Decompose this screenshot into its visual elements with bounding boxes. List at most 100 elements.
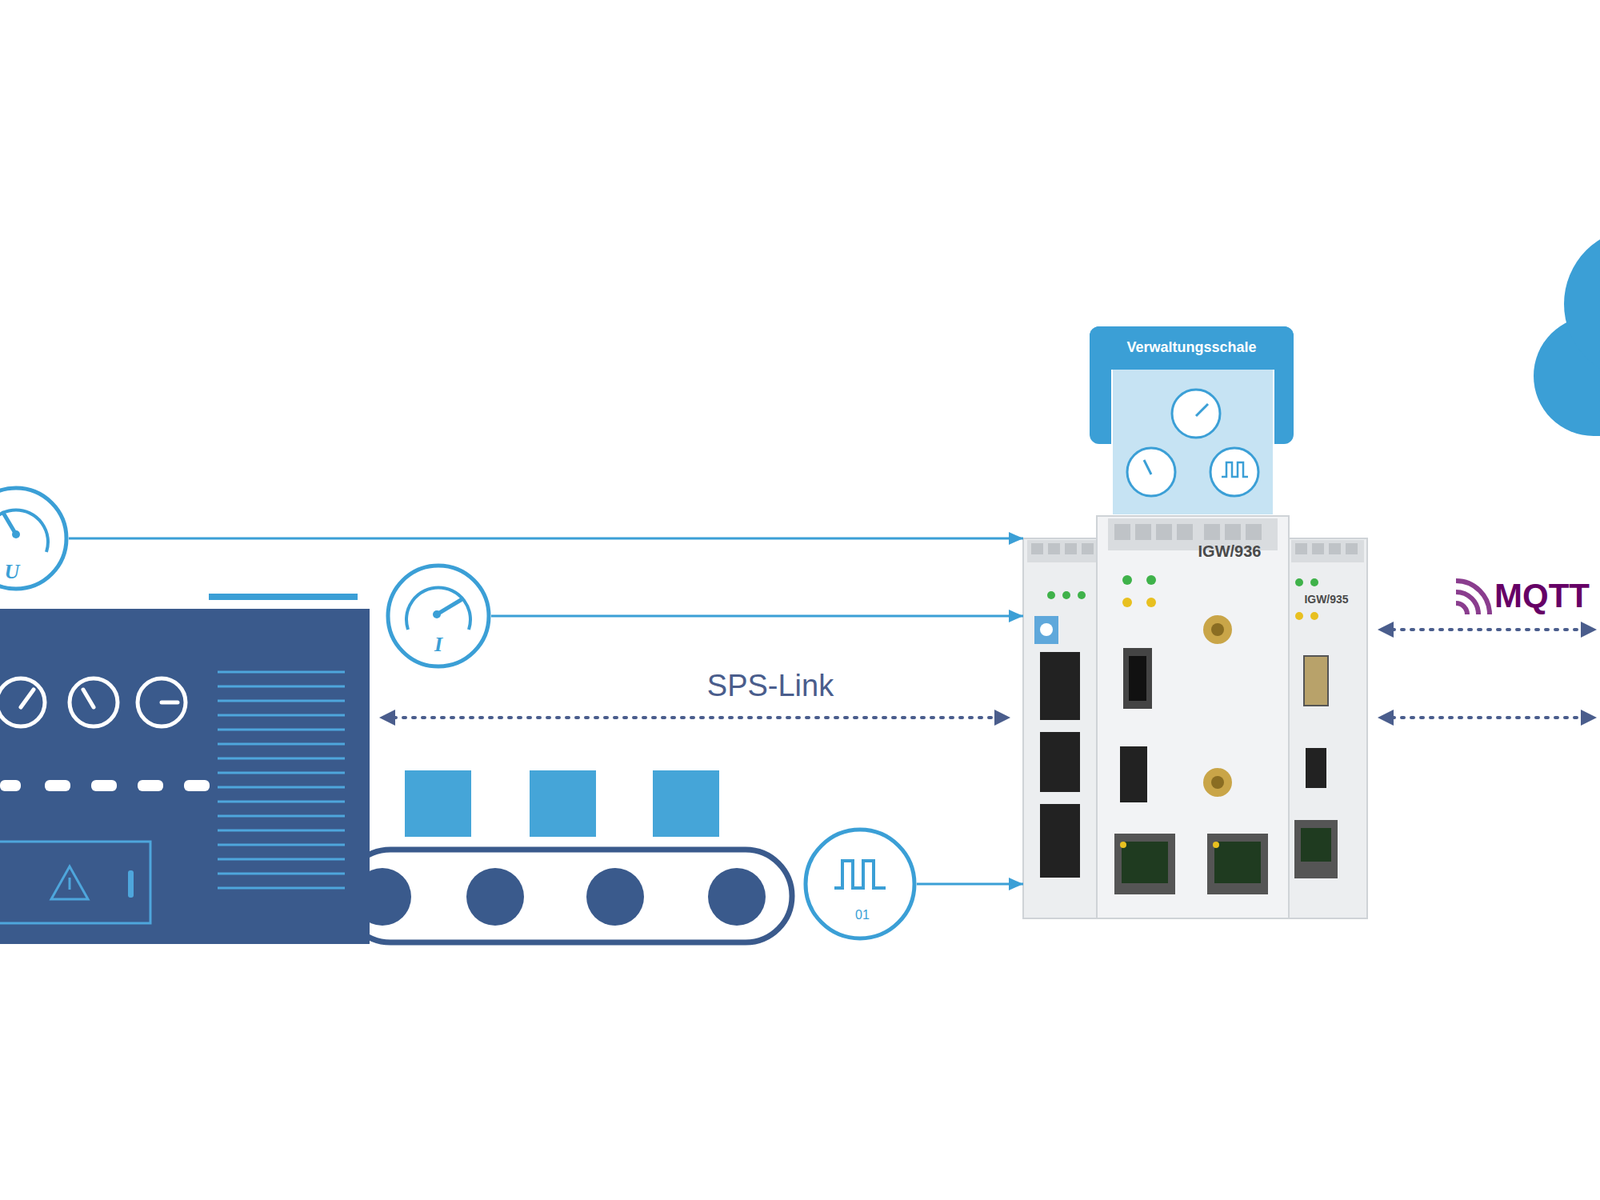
conveyor — [708, 868, 766, 926]
gateway-device — [1114, 524, 1262, 540]
sps-link-arrow — [379, 709, 396, 726]
gateway-device — [1027, 540, 1104, 563]
signal-arrow — [68, 537, 1024, 540]
machine — [217, 800, 345, 804]
machine — [217, 772, 345, 775]
pulse-circle: 01 — [803, 827, 917, 941]
gateway-device — [1203, 768, 1232, 797]
conveyor — [404, 770, 472, 837]
gateway-device — [1214, 841, 1261, 884]
gateway-device — [1305, 748, 1327, 788]
gateway-device — [1295, 578, 1304, 587]
machine — [217, 844, 345, 847]
gauge-circle: I — [385, 563, 492, 669]
gateway-device — [1146, 575, 1156, 585]
gateway-device — [1310, 612, 1319, 620]
machine — [217, 815, 345, 818]
gateway-device — [1310, 578, 1319, 587]
machine — [83, 689, 94, 708]
machine — [217, 757, 345, 760]
link-label: SPS-Link — [707, 669, 834, 704]
asset-shell-tab — [1221, 462, 1248, 477]
gateway-device — [1121, 841, 1168, 884]
gateway-device — [1245, 524, 1262, 540]
sensor-icons — [388, 565, 489, 667]
gateway-device — [1062, 591, 1071, 600]
node-label: I — [434, 633, 443, 657]
machine — [217, 858, 345, 861]
cloud — [1593, 376, 1600, 436]
asset-shell-tab — [1144, 460, 1152, 475]
machine — [217, 714, 345, 717]
gateway-device — [1146, 597, 1156, 608]
gateway-device — [1031, 543, 1094, 555]
gateway-device — [1294, 820, 1338, 879]
gateway-device — [1031, 543, 1044, 555]
machine — [217, 829, 345, 832]
machine — [0, 608, 370, 944]
cloud-arrows — [1580, 621, 1597, 638]
cloud-arrows — [1377, 709, 1394, 726]
sensor-icons — [406, 588, 471, 630]
gateway-device — [1034, 616, 1059, 644]
sps-link-arrow — [379, 709, 1011, 726]
conveyor — [344, 849, 792, 943]
sensor-icons — [432, 610, 441, 619]
node-label: IGW/936 — [1198, 542, 1262, 560]
machine — [51, 866, 88, 900]
machine — [0, 780, 210, 792]
machine — [217, 672, 345, 888]
mqtt-icon — [1456, 603, 1468, 615]
conveyor — [466, 868, 524, 926]
machine — [0, 593, 370, 944]
machine — [137, 678, 186, 727]
sensor-icons — [12, 530, 20, 539]
mqtt-icon — [1456, 592, 1479, 615]
conveyor — [652, 770, 720, 837]
gateway-device — [1176, 524, 1193, 540]
machine — [217, 872, 345, 876]
gateway-device — [1040, 652, 1080, 720]
gateway-device — [1328, 543, 1341, 555]
gateway-device — [1291, 540, 1364, 563]
gateway-device — [1211, 776, 1224, 789]
machine — [217, 685, 345, 688]
gateway-device — [1204, 524, 1220, 540]
gateway-device — [1040, 732, 1080, 792]
gateway-device — [1048, 543, 1060, 555]
asset-shell-header: Verwaltungsschale — [1089, 326, 1294, 370]
gateway-device — [1312, 543, 1324, 555]
gateway-device — [1123, 648, 1152, 709]
node-label: U — [4, 560, 20, 584]
asset-shell-tab — [1127, 448, 1176, 496]
conveyor — [529, 770, 596, 837]
gateway-device — [1207, 833, 1268, 895]
asset-shell-tab — [1112, 368, 1274, 516]
machine — [0, 678, 45, 727]
machine — [0, 780, 21, 792]
asset-shell-tab — [1172, 389, 1220, 438]
gateway-device — [1077, 591, 1086, 600]
gateway-device — [1064, 543, 1077, 555]
gateway-device — [1300, 828, 1332, 862]
machine — [91, 780, 117, 792]
machine — [184, 780, 210, 792]
cloud-arrows — [1392, 628, 1583, 632]
machine — [217, 743, 345, 746]
asset-shell-tab — [1089, 326, 1294, 516]
machine — [137, 780, 164, 792]
gateway-device — [1212, 841, 1220, 848]
sensor-icons — [0, 510, 48, 552]
gateway-device — [1211, 623, 1224, 636]
gateway-device — [1081, 543, 1094, 555]
asset-shell-tab — [1196, 404, 1208, 416]
cloud — [1564, 228, 1600, 380]
gateway-device — [1114, 524, 1131, 540]
sps-link-arrow — [393, 716, 996, 720]
gateway-device — [1295, 612, 1304, 620]
machine — [0, 678, 186, 727]
gateway-device — [1023, 538, 1108, 919]
